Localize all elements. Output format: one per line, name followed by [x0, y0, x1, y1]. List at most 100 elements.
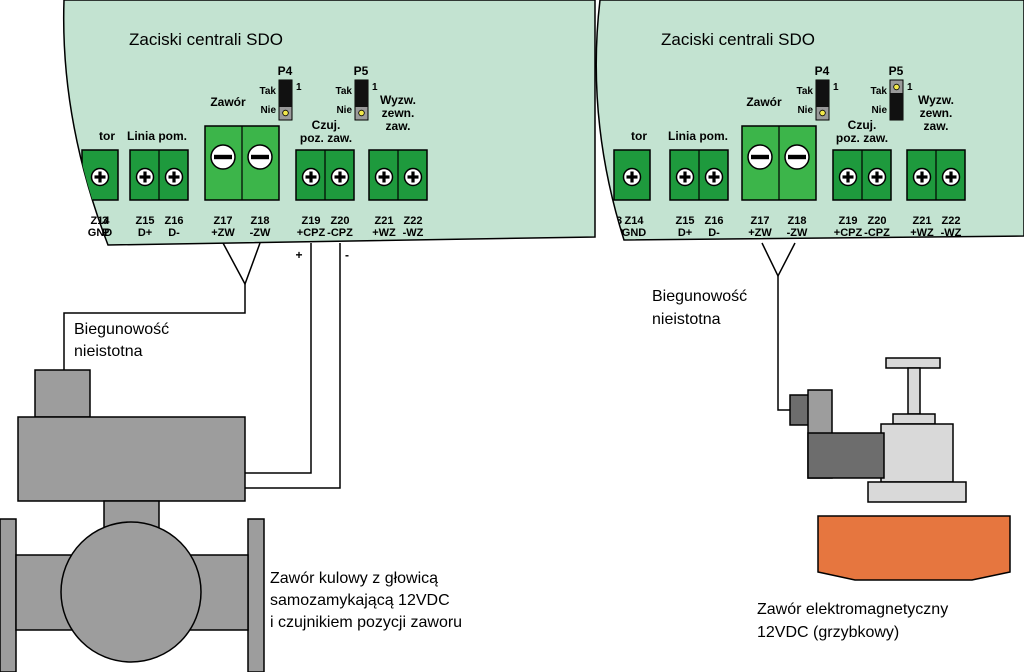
right-term-z16-label: Z16 — [705, 215, 724, 227]
right-valve-caption-line2: 12VDC (grzybkowy) — [757, 624, 899, 641]
solenoid-valve-icon — [789, 357, 1011, 581]
left-term-z21-label: Z21 — [375, 215, 394, 227]
right-panel: Zaciski centrali SDO tor 3 P Z14 GND Lin… — [595, 0, 1024, 641]
screw-icon — [210, 144, 236, 170]
right-term-z13-label: 3 — [616, 215, 622, 227]
right-term-z21-sub: +WZ — [910, 227, 934, 239]
right-term-z22-label: Z22 — [942, 215, 961, 227]
right-term-z18-label: Z18 — [788, 215, 807, 227]
right-header-wyzw-1: Wyzw. — [918, 93, 954, 107]
screw-icon — [784, 144, 810, 170]
right-term-z20-label: Z20 — [868, 215, 887, 227]
left-term-z15-label: Z15 — [136, 215, 155, 227]
svg-text:P5: P5 — [354, 64, 369, 78]
left-jumper-p4: P4 Tak Nie 1 — [260, 64, 302, 121]
left-polarity-line1: Biegunowość — [74, 321, 169, 338]
screw-icon — [374, 167, 394, 187]
svg-text:Nie: Nie — [797, 105, 813, 116]
screw-icon — [330, 167, 350, 187]
left-term-z13-sub: P — [102, 227, 109, 239]
right-polarity-line2: nieistotna — [652, 311, 721, 328]
svg-text:Tak: Tak — [797, 86, 814, 97]
svg-text:1: 1 — [296, 82, 302, 93]
left-term-z18-sub: -ZW — [250, 227, 271, 239]
left-board-title: Zaciski centrali SDO — [129, 30, 283, 49]
right-header-wyzw-2: zewn. — [920, 106, 953, 120]
left-term-z16-sub: D- — [168, 227, 180, 239]
svg-text:P4: P4 — [278, 64, 293, 78]
left-board — [62, 0, 596, 246]
left-plus-sign: + — [295, 248, 302, 262]
right-term-z20-sub: -CPZ — [864, 227, 890, 239]
screw-icon — [941, 167, 961, 187]
left-header-zawor: Zawór — [210, 95, 246, 109]
svg-text:Tak: Tak — [336, 86, 353, 97]
right-header-czuj-2: poz. zaw. — [836, 131, 888, 145]
left-header-linia: Linia pom. — [127, 129, 187, 143]
svg-text:P5: P5 — [889, 64, 904, 78]
right-term-z19-sub: +CPZ — [834, 227, 863, 239]
left-header-cut: tor — [99, 129, 115, 143]
right-term-z17-label: Z17 — [751, 215, 770, 227]
right-jumper-p5: P5 Tak Nie 1 — [871, 64, 913, 121]
left-jumper-p5: P5 Tak Nie 1 — [336, 64, 378, 121]
left-term-z21-sub: +WZ — [372, 227, 396, 239]
right-term-z19-label: Z19 — [839, 215, 858, 227]
screw-icon — [403, 167, 423, 187]
right-header-wyzw-3: zaw. — [924, 119, 949, 133]
right-term-z21-label: Z21 — [913, 215, 932, 227]
screw-icon — [838, 167, 858, 187]
left-term-z17-sub: +ZW — [211, 227, 235, 239]
right-board-title: Zaciski centrali SDO — [661, 30, 815, 49]
left-valve-caption-line3: i czujnikiem pozycji zaworu — [270, 614, 462, 631]
left-valve-caption-line2: samozamykającą 12VDC — [270, 592, 450, 609]
svg-text:Nie: Nie — [871, 105, 887, 116]
screw-icon — [675, 167, 695, 187]
right-header-linia: Linia pom. — [668, 129, 728, 143]
left-wires — [63, 242, 341, 489]
screw-icon — [247, 144, 273, 170]
screw-icon — [747, 144, 773, 170]
left-term-z17-label: Z17 — [214, 215, 233, 227]
left-term-z22-label: Z22 — [404, 215, 423, 227]
screw-icon — [135, 167, 155, 187]
left-term-z19-label: Z19 — [302, 215, 321, 227]
left-panel: Zaciski centrali SDO tor 3 P Z14 GND Lin… — [0, 0, 596, 672]
right-wires — [761, 242, 796, 411]
screw-icon — [301, 167, 321, 187]
svg-text:Nie: Nie — [260, 105, 276, 116]
left-term-z14-label: Z14 — [91, 215, 111, 227]
left-term-z22-sub: -WZ — [403, 227, 424, 239]
left-term-z15-sub: D+ — [138, 227, 152, 239]
left-term-z14-sub: GND — [88, 227, 113, 239]
svg-text:Nie: Nie — [336, 105, 352, 116]
left-term-z20-sub: -CPZ — [327, 227, 353, 239]
left-header-wyzw-1: Wyzw. — [380, 93, 416, 107]
right-term-z17-sub: +ZW — [748, 227, 772, 239]
right-term-z15-label: Z15 — [676, 215, 695, 227]
left-term-z13-label: 3 — [102, 215, 108, 227]
left-term-z20-label: Z20 — [331, 215, 350, 227]
screw-icon — [704, 167, 724, 187]
ball-valve-icon — [0, 369, 265, 672]
right-term-z22-sub: -WZ — [941, 227, 962, 239]
right-valve-caption-line1: Zawór elektromagnetyczny — [757, 601, 948, 618]
left-header-czuj-2: poz. zaw. — [300, 131, 352, 145]
left-minus-sign: - — [345, 248, 349, 262]
left-term-z18-label: Z18 — [251, 215, 270, 227]
svg-text:Tak: Tak — [260, 86, 277, 97]
screw-icon — [912, 167, 932, 187]
right-term-z18-sub: -ZW — [787, 227, 808, 239]
left-header-czuj-1: Czuj. — [312, 118, 341, 132]
right-polarity-line1: Biegunowość — [652, 288, 747, 305]
svg-text:1: 1 — [372, 82, 378, 93]
screw-icon — [164, 167, 184, 187]
left-header-wyzw-2: zewn. — [382, 106, 415, 120]
screw-icon — [867, 167, 887, 187]
right-term-z14-label: Z14 — [625, 215, 645, 227]
right-term-z16-sub: D- — [708, 227, 720, 239]
left-term-z16-label: Z16 — [165, 215, 184, 227]
right-header-zawor: Zawór — [746, 95, 782, 109]
left-valve-caption-line1: Zawór kulowy z głowicą — [270, 570, 438, 587]
